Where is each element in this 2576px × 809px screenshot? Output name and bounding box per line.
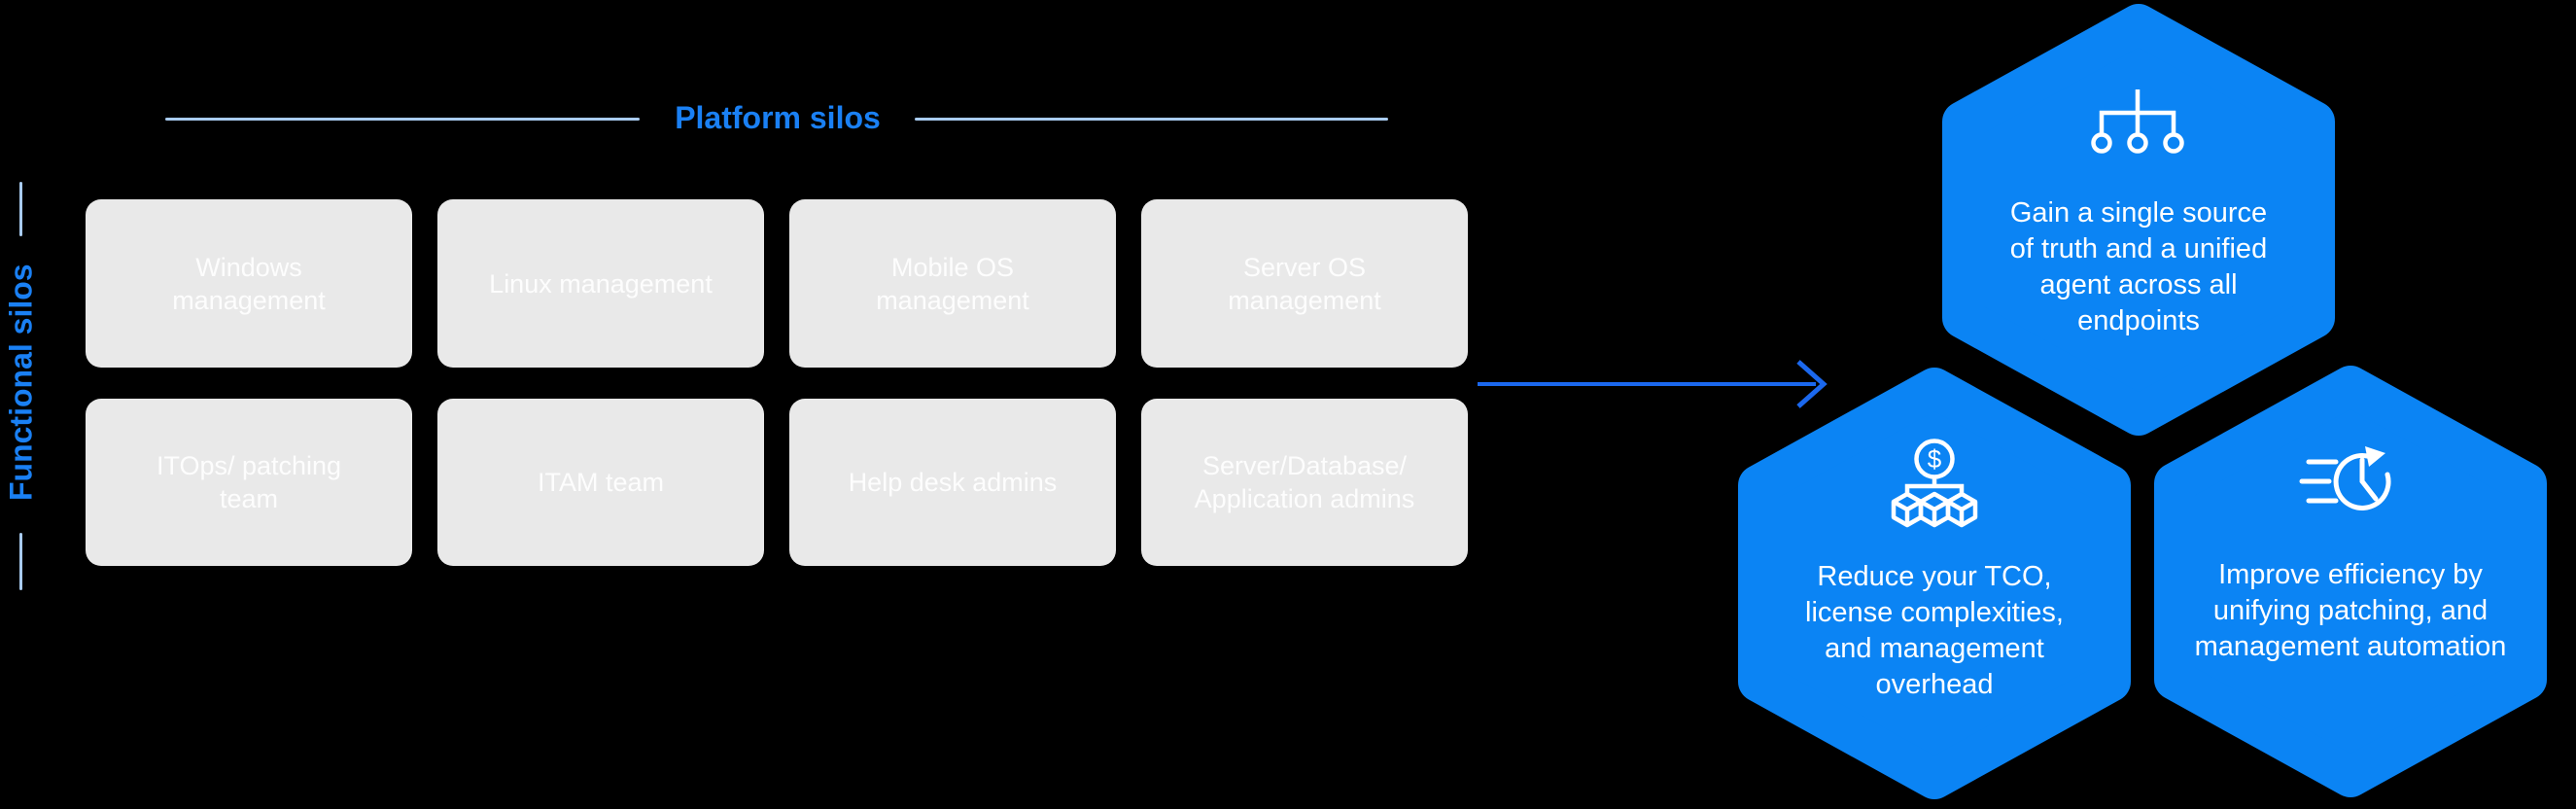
hexagon-shape bbox=[1738, 368, 2131, 799]
functional-silos-bottom-line bbox=[19, 533, 22, 590]
silo-box-itops-patching-team: ITOps/ patching team bbox=[86, 399, 412, 566]
silo-box-windows-management: Windows management bbox=[86, 199, 412, 368]
right-arrow-icon bbox=[1478, 360, 1828, 408]
silo-box-linux-management: Linux management bbox=[437, 199, 764, 368]
functional-silos-label: Functional silos bbox=[3, 264, 39, 501]
platform-silos-left-line bbox=[165, 118, 640, 121]
functional-silos-top-line bbox=[19, 182, 22, 236]
platform-silos-right-line bbox=[915, 118, 1388, 121]
benefit-hexagon-single-source: Gain a single source of truth and a unif… bbox=[1942, 3, 2335, 437]
benefit-hexagon-improve-efficiency: Improve efficiency by unifying patching,… bbox=[2154, 365, 2547, 798]
silo-box-server-database-application-admins: Server/Database/ Application admins bbox=[1141, 399, 1468, 566]
speed-clock-icon bbox=[2299, 446, 2391, 510]
hexagon-benefit-text: Improve efficiency by unifying patching,… bbox=[2194, 559, 2507, 662]
silo-box-help-desk-admins: Help desk admins bbox=[789, 399, 1116, 566]
silo-box-mobile-os-management: Mobile OS management bbox=[789, 199, 1116, 368]
platform-silos-label: Platform silos bbox=[675, 100, 881, 135]
silo-box-server-os-management: Server OS management bbox=[1141, 199, 1468, 368]
sitemap-icon bbox=[2091, 89, 2184, 154]
hexagon-benefit-text: Gain a single source of truth and a unif… bbox=[2009, 197, 2268, 336]
svg-text:$: $ bbox=[1928, 444, 1942, 474]
hexagon-benefit-text: Reduce your TCO, license complexities, a… bbox=[1805, 561, 2064, 700]
benefit-hexagon-reduce-tco: $ Reduce your TCO, bbox=[1738, 367, 2131, 800]
dollar-cubes-icon: $ bbox=[1891, 439, 1978, 528]
hexagon-shape bbox=[2154, 366, 2547, 797]
hexagon-shape bbox=[1942, 4, 2335, 436]
silo-box-itam-team: ITAM team bbox=[437, 399, 764, 566]
